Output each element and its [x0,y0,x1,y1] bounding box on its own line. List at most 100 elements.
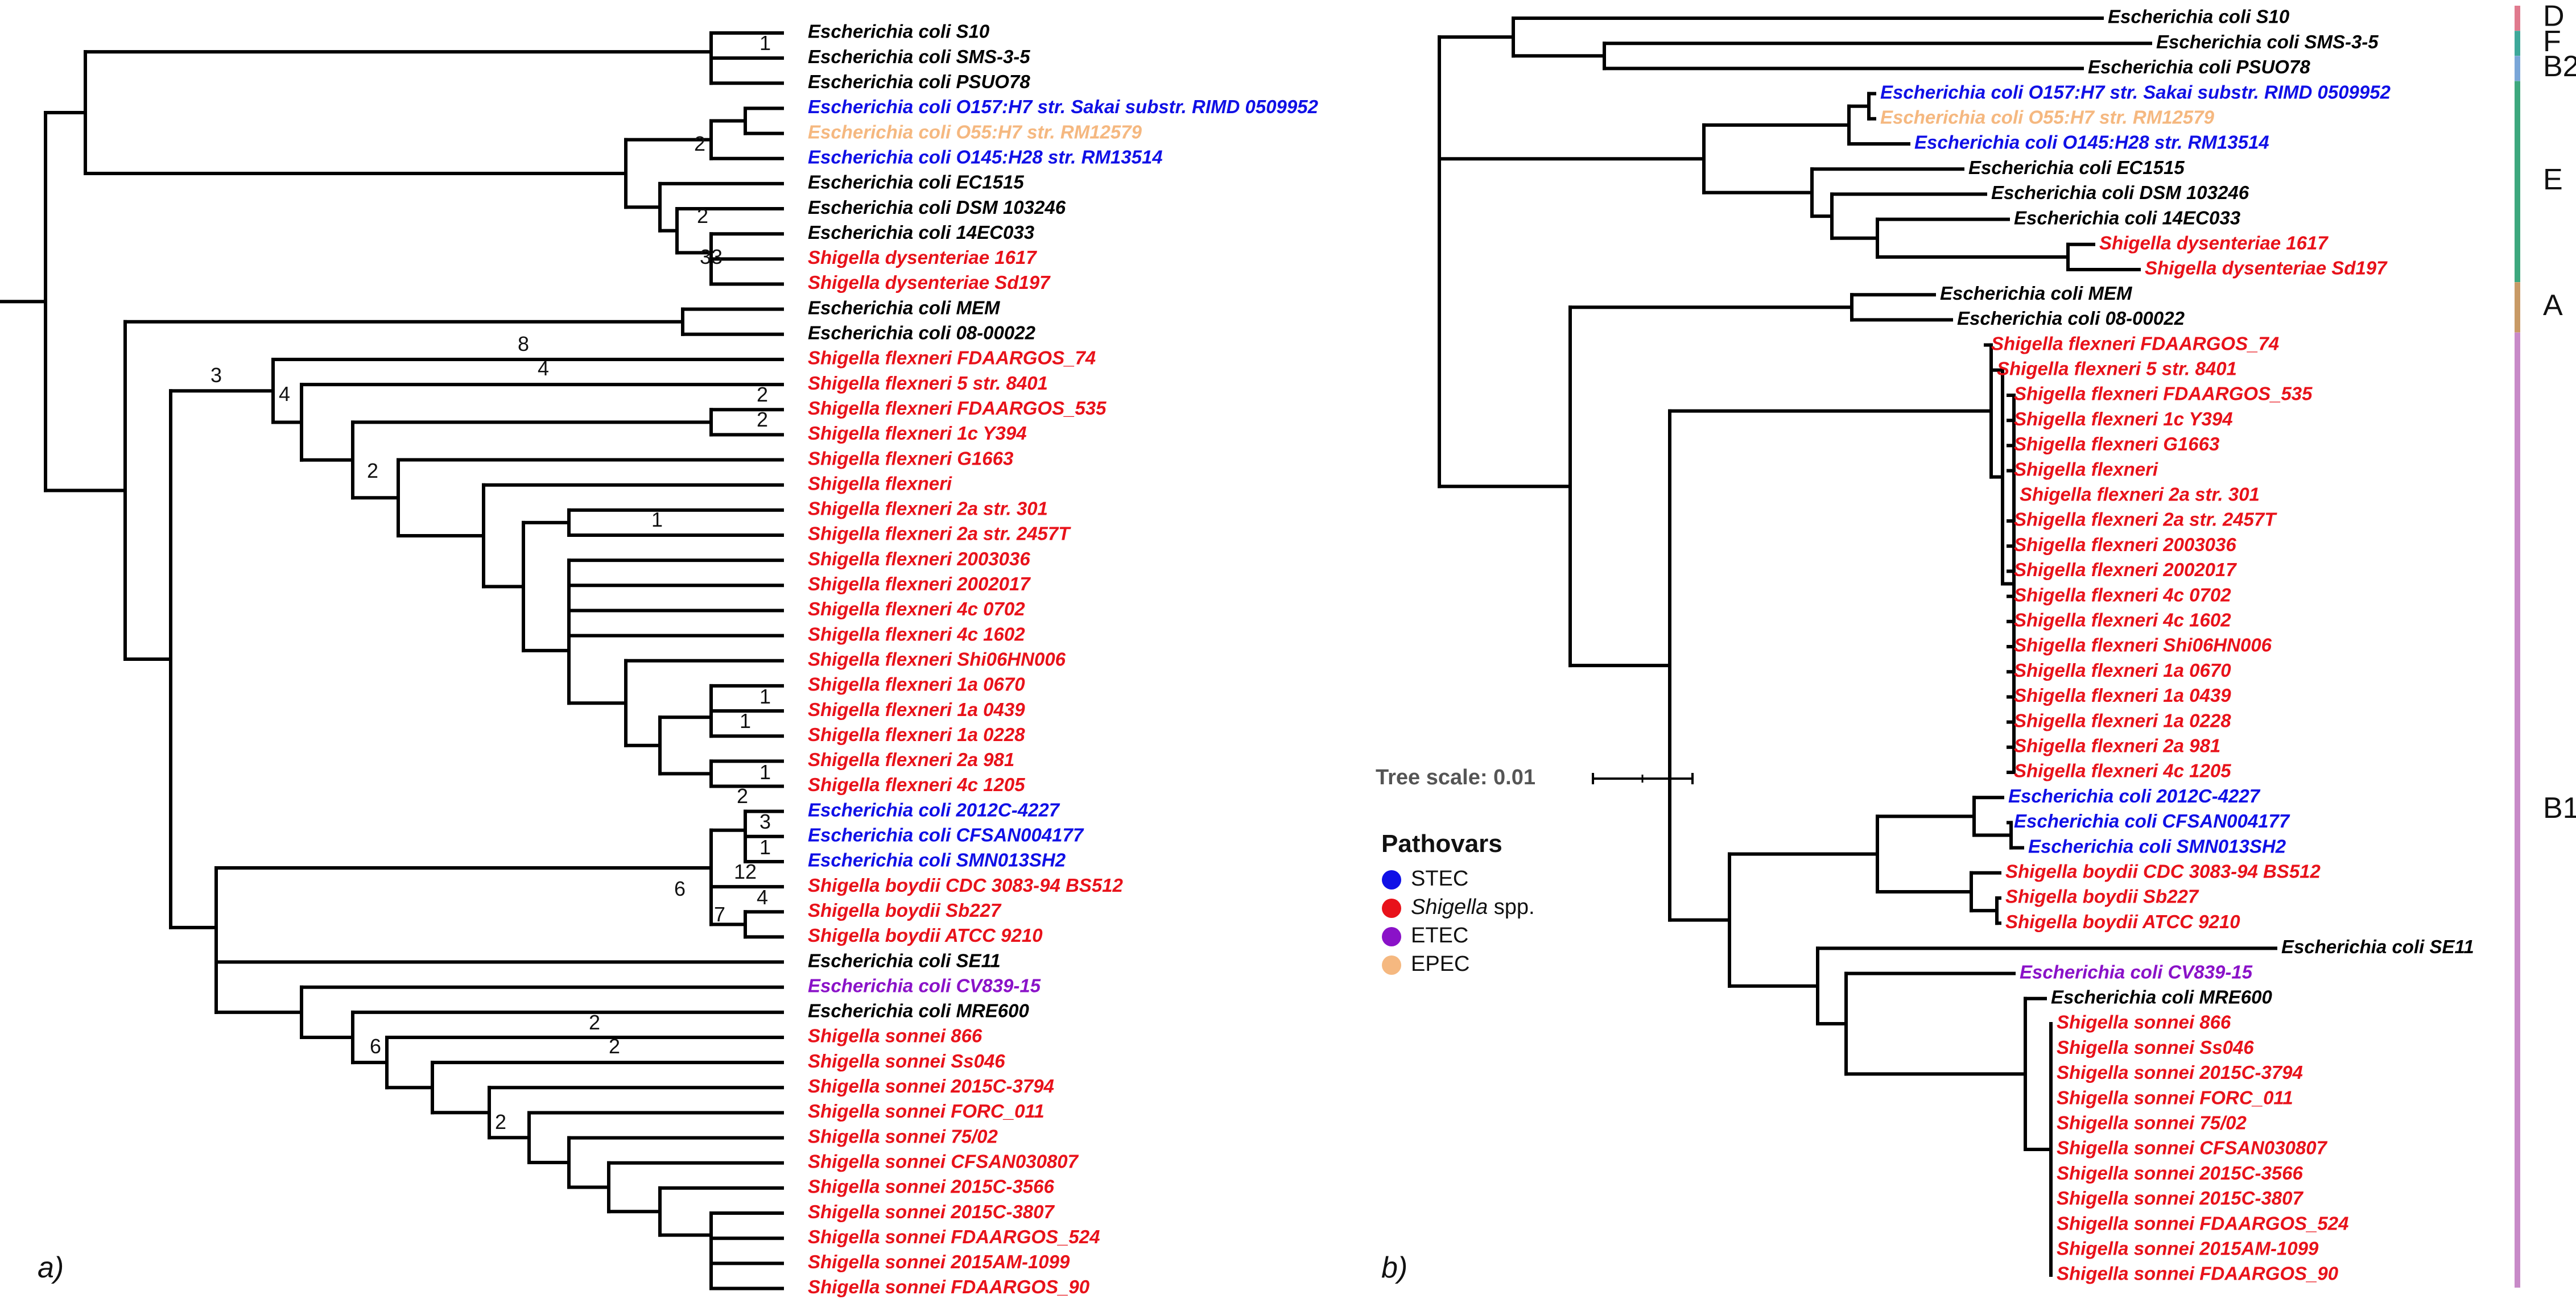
tip-label-a: Shigella flexneri 2a 981 [808,749,1014,770]
tip-label-a: Escherichia coli CV839-15 [808,975,1041,996]
tip-label-a: Shigella flexneri 4c 0702 [808,598,1025,619]
bootstrap-label: 3 [759,810,771,833]
tip-label-b: Escherichia coli S10 [2108,6,2290,27]
tip-label-a: Shigella flexneri G1663 [808,448,1013,469]
clade-label-b2: B2 [2543,50,2576,83]
tip-label-a: Shigella boydii Sb227 [808,900,1002,921]
tip-label-b: Shigella sonnei 866 [2057,1012,2231,1033]
bootstrap-label: 8 [518,332,529,355]
legend-title: Pathovars [1381,830,1502,858]
tip-label-a: Shigella flexneri 1a 0670 [808,674,1025,695]
bootstrap-label: 4 [279,382,290,406]
bootstrap-label: 1 [759,685,771,708]
bootstrap-label: 6 [674,877,686,900]
tip-label-a: Escherichia coli CFSAN004177 [808,825,1084,846]
tip-label-b: Escherichia coli SMN013SH2 [2028,835,2286,857]
tip-label-a: Escherichia coli S10 [808,21,990,42]
tip-label-a: Shigella boydii CDC 3083-94 BS512 [808,875,1124,896]
clade-bar-a [2515,282,2520,333]
panel-a-label: a) [38,1251,64,1284]
tip-label-a: Escherichia coli SMN013SH2 [808,850,1066,871]
tip-label-b: Escherichia coli MEM [1940,283,2133,304]
tip-label-b: Escherichia coli SMS-3-5 [2156,31,2379,52]
legend-dot-epec [1382,955,1401,975]
bootstrap-label: 2 [737,784,748,808]
tip-label-a: Shigella sonnei 75/02 [808,1126,998,1147]
bootstrap-label: 3 [210,363,222,387]
tip-label-a: Escherichia coli 14EC033 [808,222,1034,243]
bootstrap-label: 33 [700,245,723,268]
tip-label-b: Shigella boydii ATCC 9210 [2005,911,2240,932]
tip-label-b: Escherichia coli O145:H28 str. RM13514 [1914,132,2269,153]
tip-label-a: Shigella sonnei 2015C-3566 [808,1176,1055,1197]
legend-label-text: EPEC [1411,952,1469,976]
tip-label-b: Shigella flexneri 5 str. 8401 [1997,358,2237,379]
tip-label-b: Shigella flexneri 4c 0702 [2014,584,2231,605]
tip-label-a: Shigella dysenteriae 1617 [808,247,1037,268]
tip-label-b: Shigella sonnei 2015C-3794 [2057,1062,2303,1083]
tip-label-b: Escherichia coli CFSAN004177 [2014,810,2290,831]
tip-label-a: Shigella flexneri FDAARGOS_74 [808,347,1096,369]
bootstrap-label: 6 [370,1035,381,1058]
tip-label-a: Escherichia coli 2012C-4227 [808,799,1060,820]
tip-label-b: Shigella sonnei FDAARGOS_90 [2057,1263,2339,1284]
bootstrap-label: 1 [740,709,751,733]
tip-label-a: Escherichia coli SMS-3-5 [808,46,1030,67]
tip-label-b: Escherichia coli SE11 [2281,936,2474,957]
tip-label-b: Shigella sonnei Ss046 [2057,1037,2254,1058]
tip-label-a: Shigella sonnei FORC_011 [808,1101,1045,1122]
tip-label-b: Escherichia coli O157:H7 str. Sakai subs… [1880,81,2391,102]
tip-label-a: Shigella sonnei 2015AM-1099 [808,1251,1070,1272]
clade-bar-b1 [2515,332,2520,1288]
tip-label-b: Shigella flexneri G1663 [2014,433,2219,454]
tip-label-b: Shigella flexneri 4c 1602 [2014,610,2231,631]
clade-bar-b2 [2515,56,2520,81]
bootstrap-label: 2 [757,383,768,406]
tip-label-b: Shigella sonnei FDAARGOS_524 [2057,1213,2348,1234]
tip-label-b: Shigella flexneri FDAARGOS_74 [1991,333,2279,354]
tip-label-a: Escherichia coli O55:H7 str. RM12579 [808,121,1142,142]
tip-label-a: Escherichia coli EC1515 [808,172,1024,193]
tip-label-b: Shigella flexneri 1a 0439 [2014,685,2231,706]
tip-label-a: Escherichia coli MEM [808,297,1001,318]
tip-label-a: Shigella sonnei Ss046 [808,1050,1005,1072]
tip-label-b: Shigella sonnei 75/02 [2057,1112,2247,1133]
clade-label-a: A [2543,289,2563,322]
tip-label-a: Shigella flexneri FDAARGOS_535 [808,398,1107,419]
bootstrap-label: 1 [651,508,663,531]
legend-dot-stec [1382,870,1401,890]
bootstrap-label: 7 [714,903,725,926]
tip-label-b: Shigella flexneri 2a 981 [2014,735,2220,756]
legend-label: ETEC [1411,924,1468,948]
legend-dot-etec [1382,927,1401,946]
tip-label-a: Shigella flexneri [808,473,952,494]
tip-label-a: Shigella sonnei 2015C-3794 [808,1075,1054,1097]
bootstrap-label: 1 [759,835,771,859]
bootstrap-label: 1 [759,31,771,55]
legend-label-text: ETEC [1411,924,1468,948]
clade-bar-f [2515,31,2520,56]
bootstrap-label: 1 [759,760,771,784]
tip-label-b: Shigella boydii Sb227 [2005,886,2199,907]
tip-label-b: Shigella sonnei 2015C-3566 [2057,1163,2303,1184]
legend-label-text: STEC [1411,867,1468,891]
bootstrap-label: 2 [589,1011,600,1034]
tip-label-b: Shigella dysenteriae 1617 [2099,233,2329,254]
tip-label-b: Shigella flexneri FDAARGOS_535 [2014,383,2313,404]
bootstrap-label: 2 [367,459,378,482]
bootstrap-label: 12 [734,860,757,883]
tip-label-b: Shigella flexneri Shi06HN006 [2014,635,2272,656]
tip-label-a: Escherichia coli MRE600 [808,1000,1029,1021]
tip-label-a: Shigella flexneri 4c 1205 [808,774,1025,795]
tip-label-b: Shigella sonnei 2015AM-1099 [2057,1238,2319,1259]
tip-label-b: Shigella sonnei FORC_011 [2057,1087,2293,1108]
tip-label-b: Shigella sonnei 2015C-3807 [2057,1188,2304,1209]
tip-label-b: Shigella flexneri 2a str. 301 [2020,484,2260,505]
legend-dot-shigella [1382,899,1401,918]
tip-label-b: Escherichia coli PSUO78 [2088,56,2310,77]
bootstrap-label: 2 [609,1035,620,1058]
bootstrap-label: 2 [495,1110,506,1133]
